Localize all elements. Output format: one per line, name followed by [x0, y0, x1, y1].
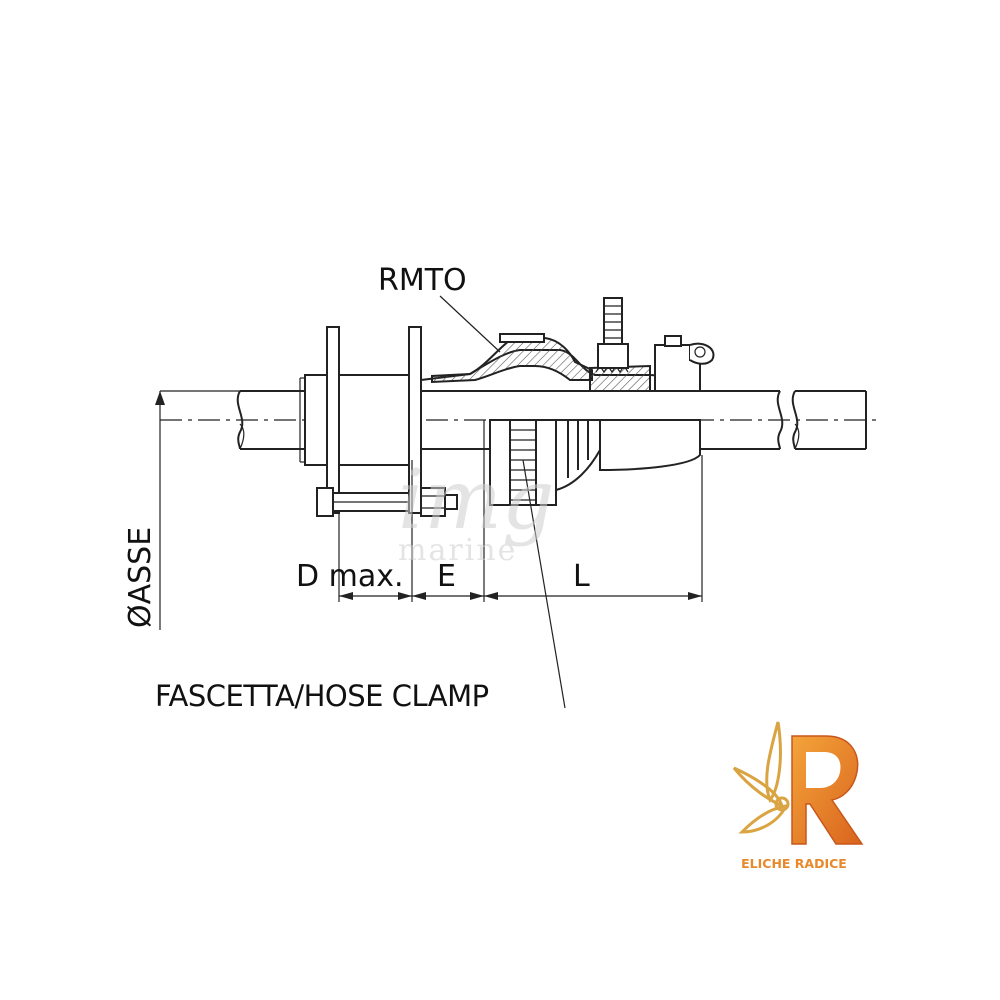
eliche-radice-logo: ELICHE RADICE [732, 721, 864, 871]
propeller-icon [732, 721, 790, 834]
asse-label: ØASSE [123, 527, 158, 628]
flange-bolt [316, 487, 458, 517]
rmto-label: RMTO [378, 263, 467, 298]
hose-clamp-label: FASCETTA/HOSE CLAMP [155, 679, 489, 713]
dimension-lines [155, 391, 703, 630]
logo-r-icon [791, 735, 864, 845]
rmto-leader [439, 295, 501, 353]
watermark-line2: marine [398, 533, 517, 568]
watermark: img marine [398, 453, 554, 568]
l-label: L [573, 559, 590, 594]
hose-clamp-leader [522, 459, 566, 709]
e-label: E [437, 559, 456, 594]
d-max-label: D max. [296, 559, 404, 594]
watermark-line1: img [398, 453, 554, 548]
rmto-seal-body [420, 297, 715, 392]
stern-tube-flange [299, 326, 422, 514]
leader-lines [439, 295, 566, 709]
logo-brand-text: ELICHE RADICE [741, 856, 847, 871]
